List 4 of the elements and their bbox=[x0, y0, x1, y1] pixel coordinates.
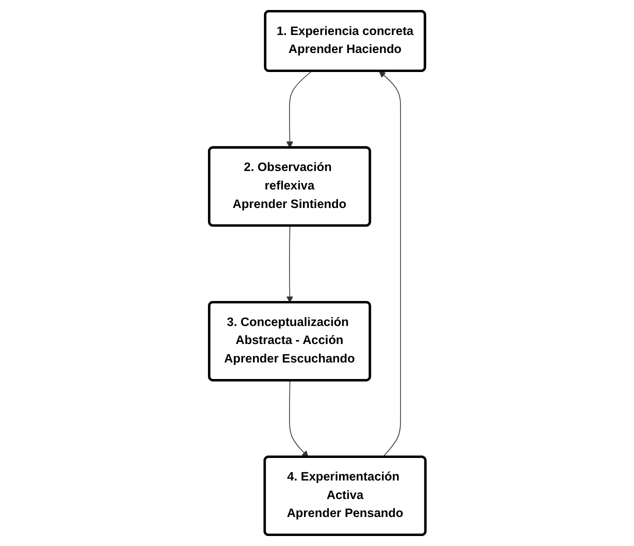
arrow bbox=[378, 70, 401, 458]
arrow bbox=[286, 226, 293, 303]
arrow bbox=[286, 70, 312, 148]
arrow bbox=[288, 380, 308, 458]
